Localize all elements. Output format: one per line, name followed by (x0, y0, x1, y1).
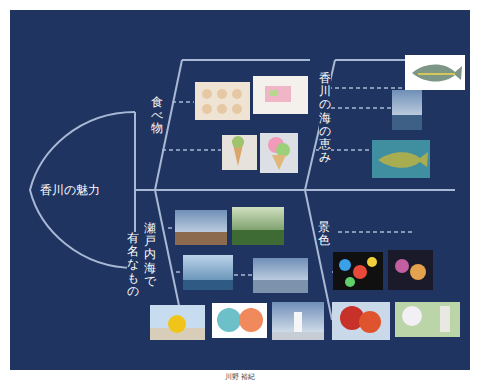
fish-head-node: 香川の魅力 (40, 182, 100, 199)
bones (30, 60, 455, 320)
bone (155, 190, 182, 320)
branch-label: 香川の海の恵み (319, 72, 331, 164)
branch-label: 景色 (318, 221, 330, 247)
bone (305, 190, 332, 320)
spine (135, 189, 455, 191)
branch-label: 食べ物 (151, 96, 163, 136)
head-title: 香川の魅力 (40, 182, 100, 199)
author-credit: 川野 裕紀 (225, 372, 255, 382)
fish-head (30, 112, 135, 268)
branch-label: 有名なもの (127, 232, 139, 298)
bone (182, 59, 310, 61)
photos (150, 55, 465, 340)
bone (305, 60, 335, 190)
background-panel (10, 10, 470, 370)
branch-label: 瀬戸内海で (144, 222, 156, 288)
